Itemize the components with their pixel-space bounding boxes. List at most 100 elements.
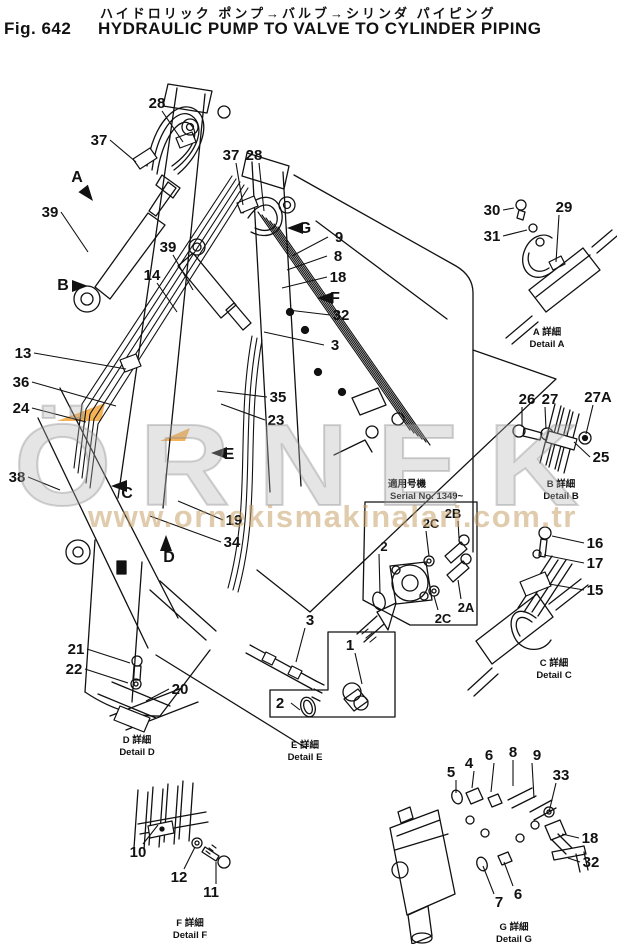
leader-A-31 bbox=[502, 229, 528, 237]
callout-B-27A: 27A bbox=[584, 389, 612, 406]
callout-24: 24 bbox=[13, 400, 30, 417]
detail-caption-jp-B: B 詳細 bbox=[547, 478, 576, 490]
leader-SERIAL-2A bbox=[457, 579, 462, 600]
leader-39 bbox=[172, 254, 194, 291]
view-letter-D: D bbox=[163, 549, 175, 566]
callout-E-1: 1 bbox=[346, 637, 354, 654]
detail-caption-en-SERIAL: Serial No. 1349~ bbox=[390, 491, 464, 502]
leader-B-27 bbox=[544, 406, 547, 430]
callout-D-20: 20 bbox=[172, 681, 189, 698]
callout-B-26: 26 bbox=[519, 391, 536, 408]
callout-G-6: 6 bbox=[514, 886, 522, 903]
callout-37: 37 bbox=[223, 147, 240, 164]
leader-32 bbox=[287, 309, 331, 316]
callout-13: 13 bbox=[15, 345, 32, 362]
callout-28: 28 bbox=[149, 95, 166, 112]
detail-caption-jp-D: D 詳細 bbox=[123, 734, 152, 746]
leader-F-12 bbox=[183, 846, 196, 870]
detail-d-drawing bbox=[97, 655, 199, 733]
leader-D-20 bbox=[145, 688, 170, 702]
callout-28: 28 bbox=[246, 147, 263, 164]
callout-SERIAL-2: 2 bbox=[380, 539, 387, 554]
leader-SERIAL-2C bbox=[425, 530, 430, 557]
view-arrow-B bbox=[72, 280, 88, 292]
callout-C-16: 16 bbox=[587, 535, 604, 552]
view-letter-C: C bbox=[121, 485, 133, 502]
leader-F-10 bbox=[142, 824, 159, 845]
detail-caption-jp-G: G 詳細 bbox=[499, 921, 529, 933]
callout-G-6: 6 bbox=[485, 747, 493, 764]
callout-D-22: 22 bbox=[66, 661, 83, 678]
callout-32: 32 bbox=[333, 307, 350, 324]
detail-caption-en-D: Detail D bbox=[119, 747, 155, 758]
detail-c-drawing bbox=[467, 526, 589, 697]
leader-G-6 bbox=[490, 762, 495, 793]
detail-caption-jp-E: E 詳細 bbox=[291, 739, 319, 751]
serial-box-drawing bbox=[362, 501, 478, 626]
leader-3 bbox=[263, 331, 325, 346]
detail-caption-jp-C: C 詳細 bbox=[540, 657, 569, 669]
view-arrow-G bbox=[287, 222, 303, 234]
leader-28 bbox=[161, 110, 184, 143]
callout-C-17: 17 bbox=[587, 555, 604, 572]
leader-C-17 bbox=[543, 554, 585, 564]
leader-G-18 bbox=[561, 833, 580, 839]
leader-14 bbox=[156, 282, 178, 313]
view-arrow-E bbox=[211, 447, 227, 459]
page-title-japanese: ハイドロリック ポンプ→バルブ→シリンダ パイピング bbox=[100, 6, 497, 21]
callout-SERIAL-2B: 2B bbox=[445, 506, 462, 521]
view-arrow-C bbox=[111, 480, 127, 492]
leader-24 bbox=[31, 407, 87, 423]
detail-caption-en-A: Detail A bbox=[529, 339, 564, 350]
leader-37 bbox=[109, 139, 137, 163]
view-arrow-A bbox=[78, 184, 93, 201]
callout-3: 3 bbox=[331, 337, 339, 354]
callout-SERIAL-2A: 2A bbox=[458, 600, 475, 615]
callout-A-29: 29 bbox=[556, 199, 573, 216]
callout-19: 19 bbox=[226, 512, 243, 529]
leader-E-3 bbox=[295, 627, 306, 663]
callout-8: 8 bbox=[334, 248, 342, 265]
callout-18: 18 bbox=[330, 269, 347, 286]
detail-caption-jp-F: F 詳細 bbox=[176, 917, 204, 929]
callout-36: 36 bbox=[13, 374, 30, 391]
view-letter-G: G bbox=[299, 220, 311, 237]
leader-E-2 bbox=[290, 702, 301, 711]
detail-caption-en-G: Detail G bbox=[496, 934, 532, 944]
callout-A-30: 30 bbox=[484, 202, 501, 219]
leader-G-7 bbox=[482, 865, 495, 895]
leader-38 bbox=[27, 476, 61, 491]
leader-G-9 bbox=[531, 762, 535, 799]
callout-G-9: 9 bbox=[533, 747, 541, 764]
view-arrow-D bbox=[160, 535, 172, 551]
leader-D-21 bbox=[86, 648, 131, 664]
leader-C-16 bbox=[551, 535, 585, 544]
callout-E-2: 2 bbox=[276, 695, 284, 712]
callout-39: 39 bbox=[160, 239, 177, 256]
leader-D-22 bbox=[84, 668, 129, 684]
detail-e-drawing bbox=[245, 602, 397, 718]
detail-caption-jp-SERIAL: 適用号機 bbox=[388, 478, 427, 490]
callout-SERIAL-2C: 2C bbox=[435, 611, 452, 626]
detail-caption-en-E: Detail E bbox=[288, 752, 323, 763]
callout-D-21: 21 bbox=[68, 641, 85, 658]
leader-8 bbox=[286, 255, 328, 271]
leader-SERIAL-2B bbox=[457, 520, 460, 539]
detail-f-drawing bbox=[133, 780, 231, 869]
view-letter-B: B bbox=[57, 277, 69, 294]
detail-caption-en-F: Detail F bbox=[173, 930, 208, 941]
leader-G-6 bbox=[503, 861, 514, 887]
leader-SERIAL-2 bbox=[378, 553, 381, 595]
leader-A-29 bbox=[555, 214, 560, 263]
callout-F-12: 12 bbox=[171, 869, 188, 886]
callout-35: 35 bbox=[270, 389, 287, 406]
page-title-english: HYDRAULIC PUMP TO VALVE TO CYLINDER PIPI… bbox=[98, 19, 542, 38]
leader-36 bbox=[31, 381, 117, 407]
leader-SERIAL-2C bbox=[433, 595, 439, 611]
leader-G-32 bbox=[567, 857, 581, 863]
callout-SERIAL-2C: 2C bbox=[423, 516, 440, 531]
callout-9: 9 bbox=[335, 229, 343, 246]
view-arrow-F bbox=[317, 292, 333, 304]
